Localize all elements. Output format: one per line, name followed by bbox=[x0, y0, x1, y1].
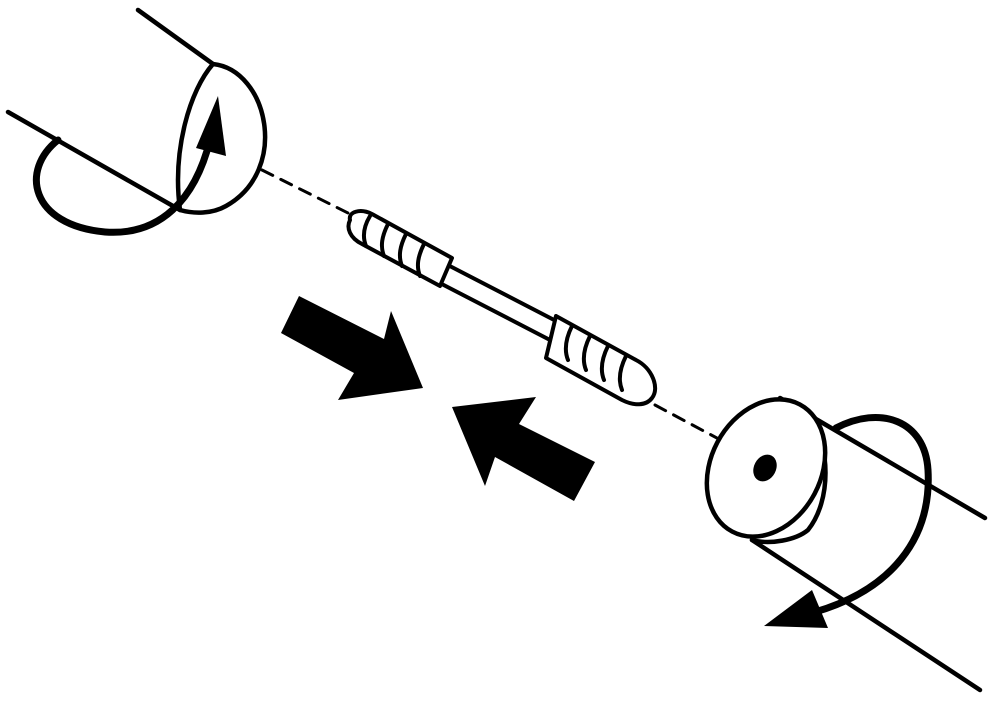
left-knob-body bbox=[5, 7, 268, 215]
right-rotation-arrowhead bbox=[764, 590, 828, 628]
right-knob bbox=[704, 395, 988, 693]
left-rotation-arrow-shaft bbox=[32, 136, 214, 236]
screw-thread-left-ridges bbox=[361, 214, 426, 278]
screw-thread-right-ridges bbox=[563, 324, 628, 392]
screw-shaft bbox=[432, 260, 560, 342]
push-arrow-from-right bbox=[452, 397, 595, 501]
left-knob bbox=[5, 7, 268, 215]
right-rotation-arrow bbox=[764, 413, 932, 628]
center-axis-lower bbox=[653, 403, 764, 464]
right-knob-hole bbox=[753, 454, 777, 482]
screw-thread-right bbox=[544, 314, 658, 407]
double-ended-screw bbox=[346, 209, 658, 407]
right-rotation-arrow-shaft bbox=[811, 413, 932, 616]
push-arrow-from-left bbox=[281, 296, 423, 400]
left-knob-end-cap bbox=[175, 61, 216, 213]
left-rotation-arrowhead bbox=[196, 96, 226, 156]
center-axis-upper bbox=[260, 168, 354, 217]
left-rotation-arrow bbox=[32, 96, 226, 236]
